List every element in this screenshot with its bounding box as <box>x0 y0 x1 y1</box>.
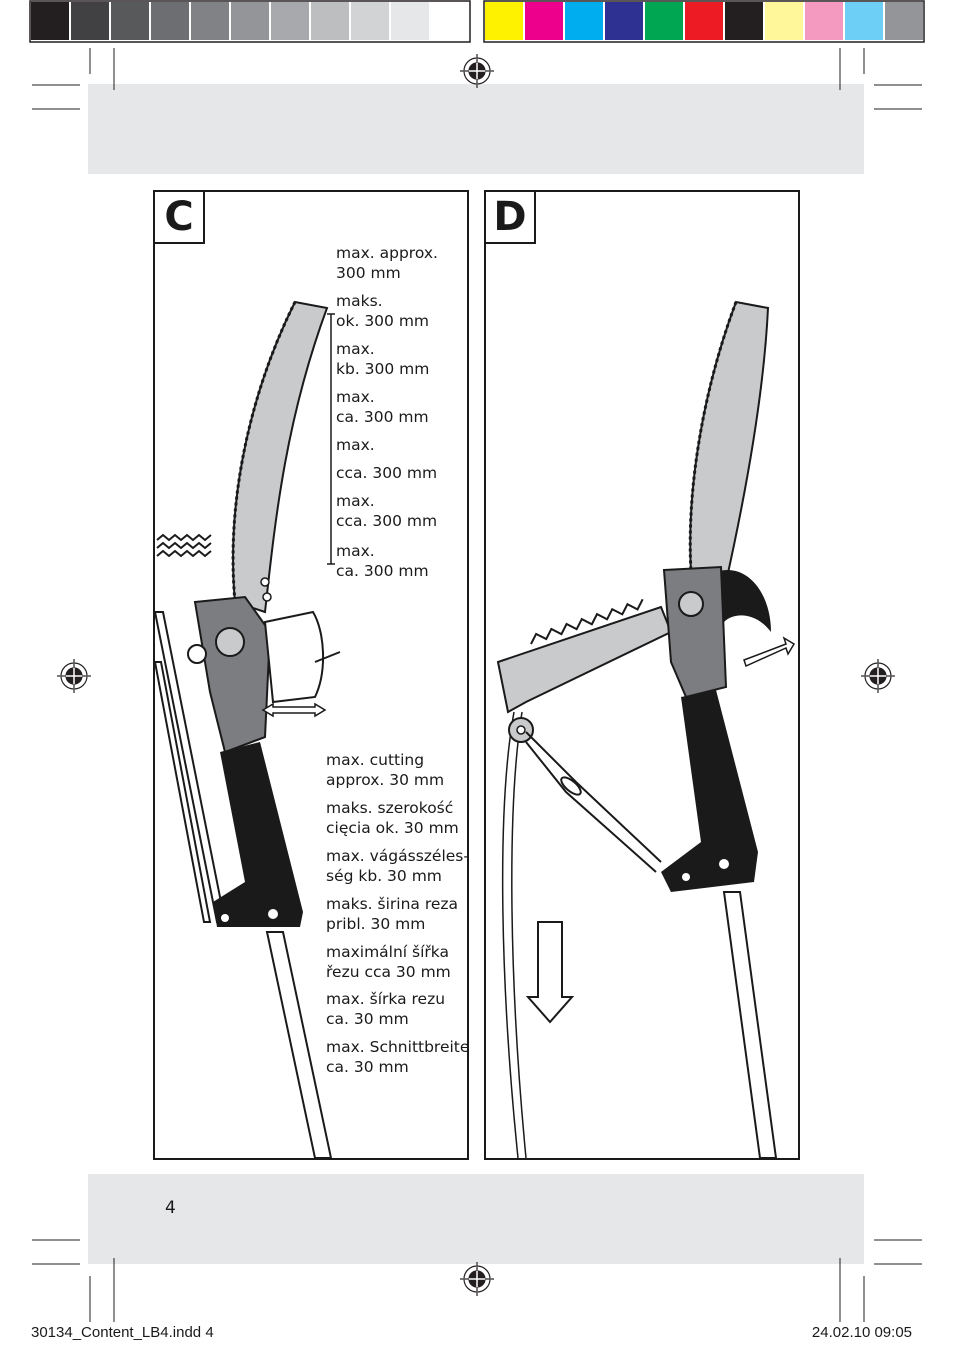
page-number: 4 <box>165 1198 176 1218</box>
cutting-width-caption-1: max. cutting approx. 30 mm <box>326 751 445 789</box>
figure-c-label: C <box>153 190 205 244</box>
saw-length-caption-1: max. approx. 300 mm <box>336 244 438 282</box>
header-band <box>88 84 864 174</box>
color-calibration-bar <box>29 0 925 43</box>
saw-length-caption-5: max. <box>336 436 375 454</box>
figure-d-panel: D <box>484 190 800 1160</box>
process-color-swatch <box>605 2 643 40</box>
gray-swatch <box>31 2 69 40</box>
cutting-width-caption-3: max. vágásszéles- ség kb. 30 mm <box>326 847 469 885</box>
cutting-width-caption-6: max. šírka rezu ca. 30 mm <box>326 990 446 1028</box>
gray-swatch <box>191 2 229 40</box>
print-slug-date: 24.02.10 09:05 <box>811 1324 912 1341</box>
saw-length-caption-3: max. kb. 300 mm <box>336 340 430 378</box>
gray-swatch <box>311 2 349 40</box>
gray-swatch <box>391 2 429 40</box>
saw-length-caption-4: max. ca. 300 mm <box>336 388 429 426</box>
gray-swatch <box>231 2 269 40</box>
gray-swatch <box>351 2 389 40</box>
footer-band <box>88 1174 864 1264</box>
process-color-swatch <box>885 2 923 40</box>
cutting-width-caption-7: max. Schnittbreite ca. 30 mm <box>326 1038 470 1076</box>
cutting-width-caption-5: maximální šířka řezu cca 30 mm <box>326 943 451 981</box>
pruner-saw-illustration <box>155 300 341 1158</box>
process-color-swatch <box>525 2 563 40</box>
saw-length-caption-6: cca. 300 mm <box>336 464 438 482</box>
process-color-swatch <box>485 2 523 40</box>
process-color-swatch <box>845 2 883 40</box>
saw-length-caption-7: max. cca. 300 mm <box>336 492 438 530</box>
gray-swatch <box>71 2 109 40</box>
gray-swatch <box>151 2 189 40</box>
gray-swatch <box>431 2 469 40</box>
process-color-swatch <box>805 2 843 40</box>
figure-d-label: D <box>484 190 536 244</box>
process-color-swatch <box>685 2 723 40</box>
gray-swatch <box>271 2 309 40</box>
process-color-swatch <box>725 2 763 40</box>
print-slug-filename: 30134_Content_LB4.indd 4 <box>31 1324 214 1341</box>
cutting-width-caption-2: maks. szerokość cięcia ok. 30 mm <box>326 799 459 837</box>
saw-length-caption-8: max. ca. 300 mm <box>336 542 429 580</box>
pruner-pull-illustration <box>496 300 796 1158</box>
process-color-swatch <box>645 2 683 40</box>
process-color-swatch <box>765 2 803 40</box>
gray-swatch <box>111 2 149 40</box>
saw-length-caption-2: maks. ok. 300 mm <box>336 292 430 330</box>
process-color-swatch <box>565 2 603 40</box>
figure-c-panel: C <box>153 190 469 1160</box>
cutting-width-caption-4: maks. širina reza pribl. 30 mm <box>326 895 459 933</box>
